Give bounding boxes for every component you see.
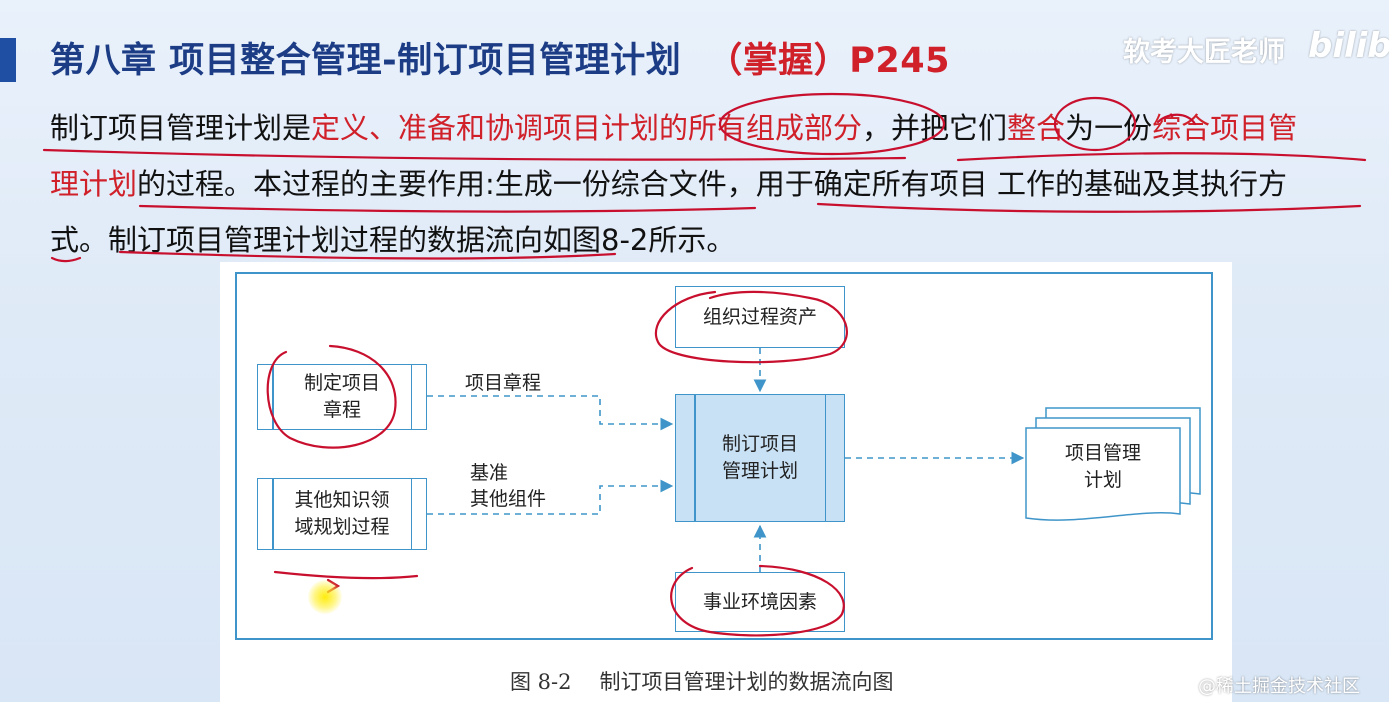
dataflow-figure: 组织过程资产 制定项目章程 其他知识领域规划过程 制订项目管理计划 事业环境因素… (220, 262, 1232, 702)
footer-watermark: @稀土掘金技术社区 (1198, 676, 1360, 697)
circle-parts (718, 92, 946, 156)
underline-5 (50, 256, 82, 263)
text-run: 为一份 (1065, 111, 1153, 145)
flow-label-charter: 项目章程 (465, 372, 542, 394)
text-run: ，并把它们 (862, 111, 1008, 145)
underline-2 (956, 152, 1367, 162)
title-main: 第八章 项目整合管理-制订项目管理计划 (50, 41, 682, 81)
title-tag: （掌握）P245 (707, 41, 950, 81)
underline-4 (816, 202, 1362, 213)
flow-charter-to-plan (427, 395, 674, 431)
cursor-highlight (308, 580, 342, 614)
text-run: 综合项目管 (1152, 111, 1298, 145)
underline-3 (138, 204, 757, 213)
circle-env-factors (670, 564, 845, 637)
paragraph-line-3: 式。制订项目管理计划过程的数据流向如图8-2所示。 (50, 212, 1350, 268)
title-accent-bar (0, 38, 16, 82)
box-org-process-assets: 组织过程资产 (675, 286, 845, 348)
bilibili-logo: bilib (1308, 26, 1389, 66)
circle-develop-charter (266, 344, 397, 449)
box-env-factors: 事业环境因素 (675, 572, 845, 632)
circle-integrate (1053, 96, 1137, 152)
text-run: 式。制订项目管理计划过程的数据流向如图8-2所示。 (50, 223, 736, 257)
text-run: 定义、准备和协调项目计划的所有组成部分 (311, 111, 863, 145)
box-output-pm-plan: 项目管理计划 (1064, 442, 1141, 491)
flow-other-to-plan (427, 479, 674, 515)
channel-watermark: 软考大匠老师 (1123, 37, 1285, 68)
box-develop-pm-plan: 制订项目管理计划 (675, 394, 845, 522)
circle-org-assets (654, 290, 848, 364)
paragraph-line-2: 理计划的过程。本过程的主要作用:生成一份综合文件，用于确定所有项目 工作的基础及… (50, 156, 1350, 212)
underline-other-planning (273, 570, 419, 580)
output-document-stack (1025, 407, 1201, 521)
flow-label-other: 基准 其他组件 (470, 462, 547, 510)
paragraph-line-1: 制订项目管理计划是定义、准备和协调项目计划的所有组成部分，并把它们整合为一份综合… (50, 100, 1350, 156)
mark-one (1156, 113, 1197, 126)
text-run: 的过程。本过程的主要作用:生成一份综合文件，用于确定所有项目 工作的基础及其执行… (137, 167, 1288, 201)
figure-frame (235, 272, 1213, 640)
box-other-planning: 其他知识领域规划过程 (257, 478, 427, 550)
text-run: 理计划 (50, 167, 138, 201)
intro-paragraph: 制订项目管理计划是定义、准备和协调项目计划的所有组成部分，并把它们整合为一份综合… (50, 100, 1350, 268)
page-title: 第八章 项目整合管理-制订项目管理计划 （掌握）P245 (50, 36, 950, 86)
underline-6 (118, 250, 617, 260)
box-develop-charter: 制定项目章程 (257, 364, 427, 430)
text-run: 制订项目管理计划是 (50, 111, 312, 145)
diagram-graphics (266, 290, 1201, 637)
underline-1 (42, 148, 907, 161)
